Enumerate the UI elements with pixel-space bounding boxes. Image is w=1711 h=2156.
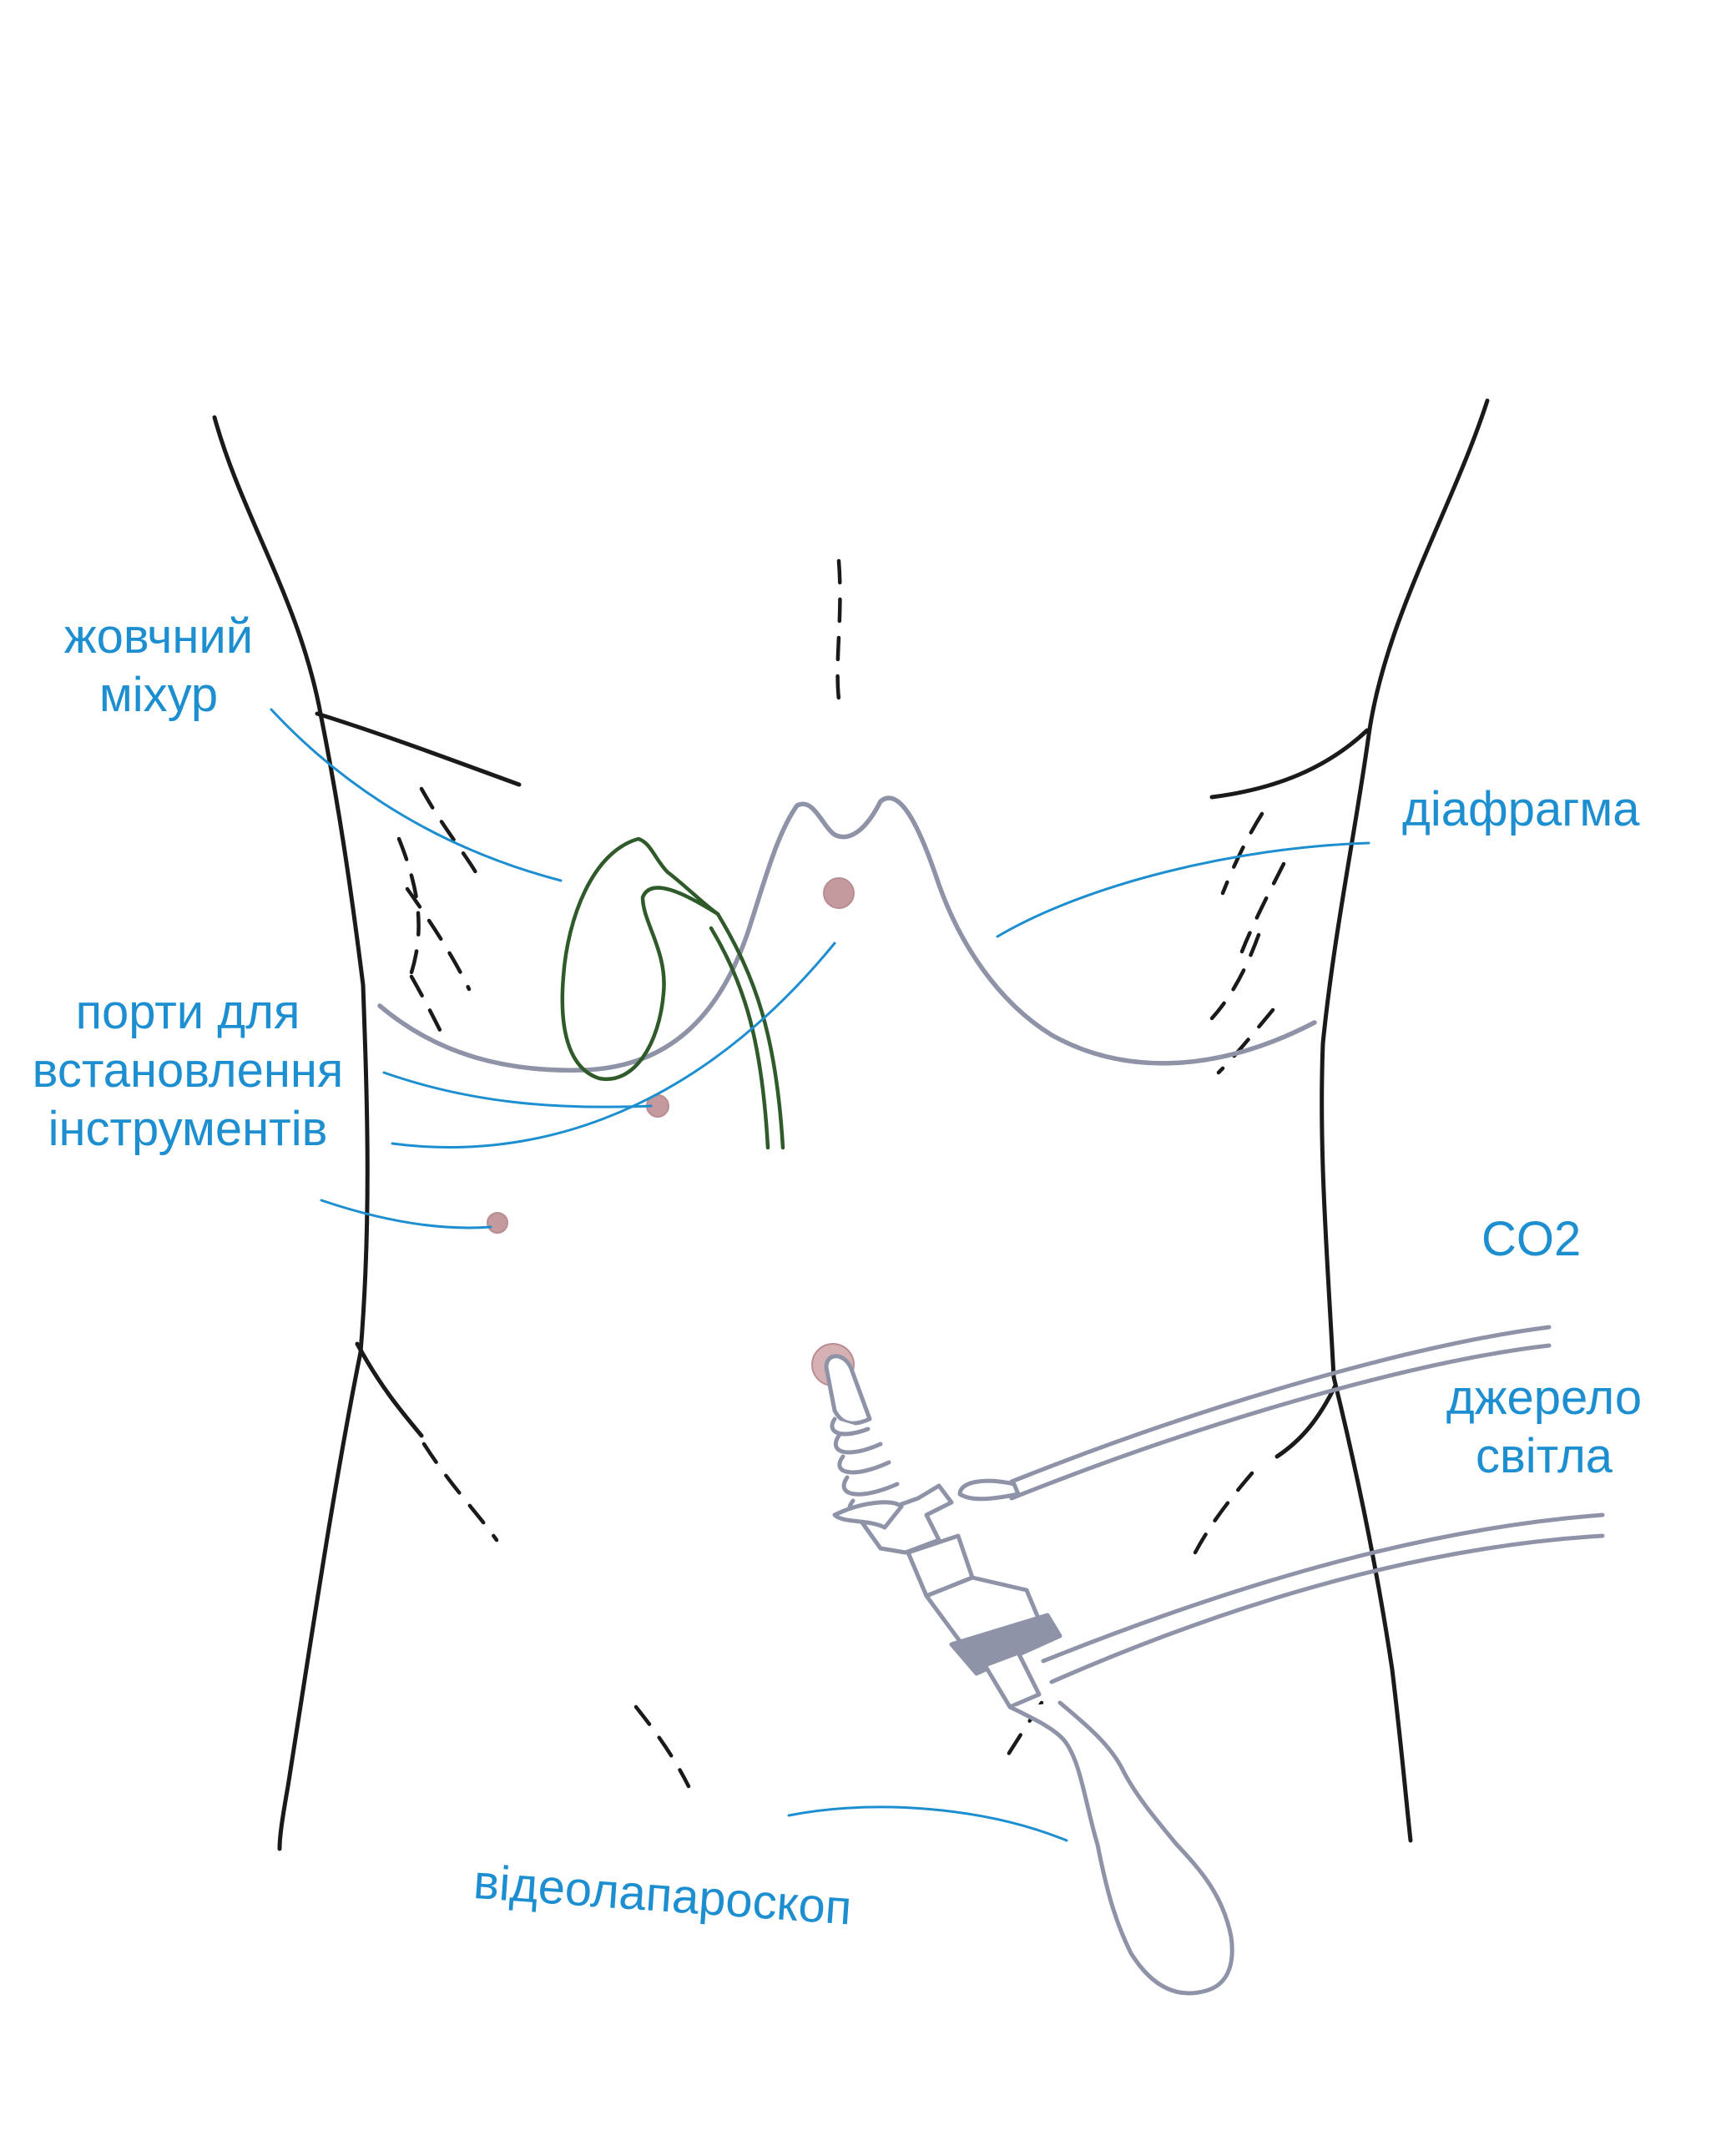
leader-laparoscope [787,1805,1068,1842]
leader-diaphragm [996,841,1370,938]
laparoscope [824,1354,1234,1996]
torso-outline [212,398,1490,1851]
label-ports: порти для встановлення інструментів [0,983,376,1159]
trocar-flange [832,1500,904,1530]
leader-ports-3 [320,1199,492,1229]
midline-sternum [835,558,842,702]
waist-right [1274,1383,1338,1459]
rib-dash-left-3 [405,886,472,992]
label-light-source-line1: джерело [1446,1371,1643,1425]
leader-ports-1 [382,1071,653,1108]
cystic-duct-1 [715,911,785,1150]
rib-right-lower [1209,728,1370,800]
co2-tube-lower [1009,1343,1552,1501]
label-ports-line2: встановлення [32,1043,344,1098]
light-tube-upper [1041,1512,1605,1664]
rib-left-lower [315,711,522,787]
label-ports-line3: інструментів [48,1102,328,1156]
tubes [1009,1325,1605,1684]
label-gallbladder: жовчний міхур [33,608,284,725]
label-diaphragm-text: діафрагма [1402,782,1640,836]
light-tube-lower [1049,1533,1605,1684]
label-co2-text: CO2 [1481,1212,1582,1266]
port-upper [823,877,855,909]
label-gallbladder-line2: міхур [98,668,219,722]
light-cable-connector [957,1478,1021,1502]
hip-dash-left [421,1442,499,1543]
port-lower [487,1212,508,1234]
co2-tube-upper [1009,1325,1552,1484]
leader-lines [270,708,1370,1842]
rib-dash-left-2 [396,836,421,975]
rib-dash-right-3 [1209,932,1261,1021]
trocar-ribs [830,1416,912,1519]
gallbladder-sac [560,836,720,1082]
trocar-tip [824,1354,872,1426]
groin-dash-left [633,1704,691,1789]
dashed-lines [396,558,1286,1789]
hip-dash-right [1193,1471,1254,1555]
rib-dash-right-4 [1216,1007,1275,1075]
camera-cable [1007,1700,1234,1996]
gallbladder [560,836,785,1150]
trocar-collar [857,1483,954,1555]
label-light-source: джерело світла [1419,1369,1669,1486]
rib-dash-left-4 [409,974,445,1038]
torso-right-edge [1320,398,1490,1843]
label-ports-line1: порти для [75,985,300,1039]
torso-left-edge [212,415,370,1851]
rib-dash-right-2 [1239,861,1286,954]
rib-dash-left-1 [419,786,478,875]
diaphragm-outline [377,795,1317,1073]
leader-ports-2 [391,942,836,1149]
label-co2: CO2 [1481,1210,1581,1269]
waist-left [355,1341,424,1438]
label-diaphragm: діафрагма [1402,780,1640,839]
instrument-ports [487,877,855,1386]
scope-grip [949,1613,1062,1676]
cystic-duct-2 [709,926,770,1150]
label-gallbladder-line1: жовчний [63,609,254,664]
scope-shaft [982,1650,1042,1709]
leader-gallbladder [270,708,563,882]
label-light-source-line2: світла [1475,1429,1613,1483]
